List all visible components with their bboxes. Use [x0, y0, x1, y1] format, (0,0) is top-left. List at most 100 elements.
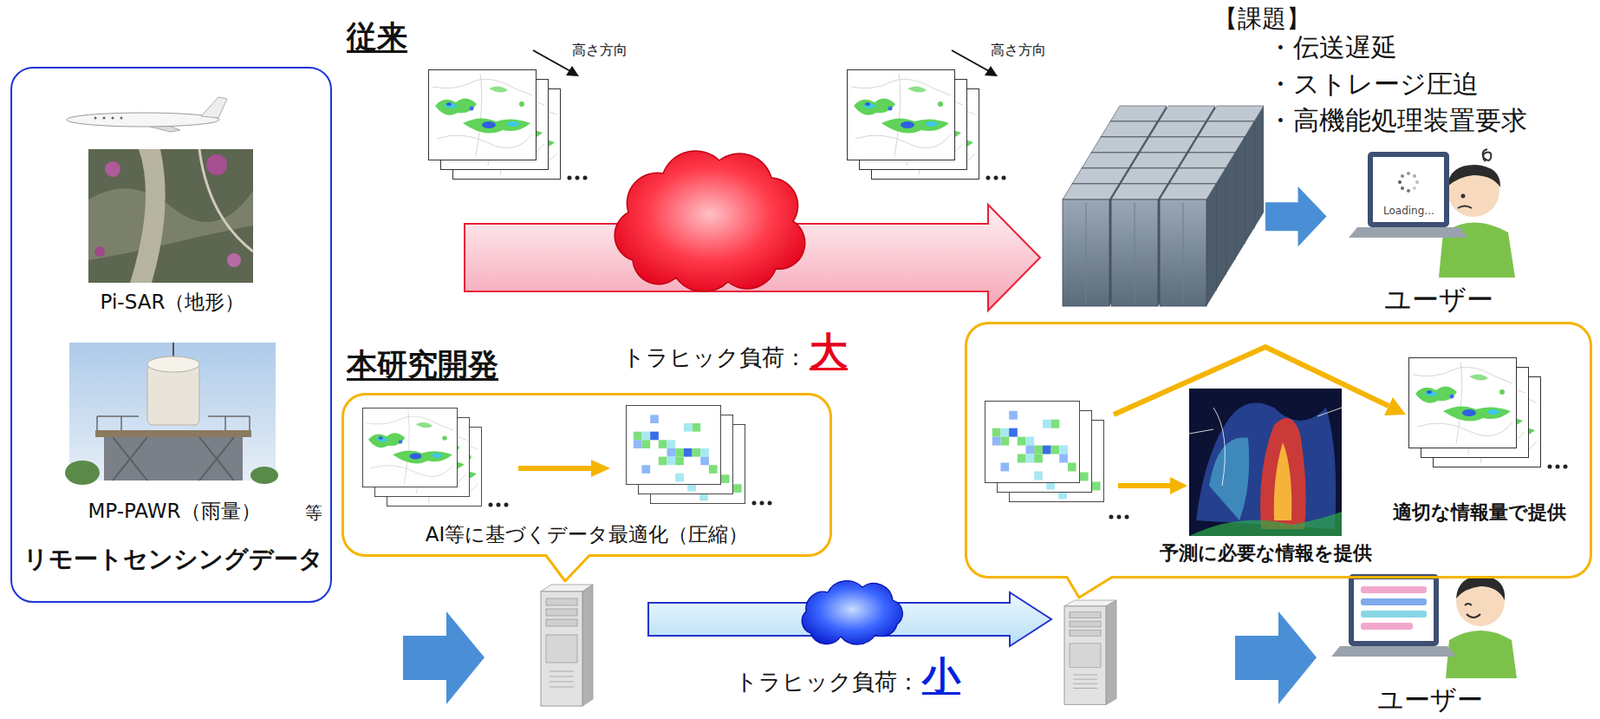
text-slot: 予測に必要な情報を提供 — [1159, 541, 1373, 564]
node-subtext: 適切な情報量で提供 — [1392, 500, 1567, 523]
compress-arrow — [591, 459, 611, 477]
issue-item: ・高機能処理装置要求 — [1267, 105, 1528, 137]
volume-render — [1189, 407, 1342, 486]
radar-photo — [65, 460, 100, 485]
user-icon — [1360, 585, 1427, 593]
radar-photo — [65, 342, 279, 485]
user-icon — [1456, 575, 1505, 600]
user-icon — [1331, 645, 1457, 657]
traffic-label: トラヒック負荷： — [734, 669, 920, 696]
user-icon — [1400, 174, 1405, 178]
user-icon — [1348, 149, 1516, 278]
server-rack — [1062, 105, 1264, 306]
terrain-photo — [88, 188, 254, 261]
traffic-arrow-small — [648, 580, 1052, 646]
text-slot: Loading... — [1383, 201, 1435, 218]
node-text: AI等に基づくデータ最適化（圧縮） — [425, 522, 749, 546]
user-icon — [1360, 622, 1413, 630]
issue-item: ・伝送遅延 — [1267, 32, 1398, 64]
server — [540, 584, 593, 706]
airplane — [201, 97, 228, 118]
callout-outline — [341, 392, 833, 592]
text-slot: トラヒック負荷： — [734, 669, 920, 696]
node-text: MP-PAWR（雨量） — [87, 499, 261, 522]
airplane — [94, 117, 98, 120]
radar-stack — [986, 175, 991, 181]
radar-stack — [1563, 464, 1568, 469]
radar-stack — [533, 50, 571, 72]
user-figure: ユーザー — [1352, 156, 1526, 318]
terrain-photo — [130, 149, 166, 283]
screen-text: Loading... — [1383, 205, 1435, 218]
volume-render — [1209, 437, 1249, 521]
user-icon — [1331, 573, 1517, 678]
text-slot: ユーザー — [1377, 684, 1483, 716]
volume-render — [1274, 442, 1293, 521]
server — [540, 584, 593, 706]
callout-box: AI等に基づくデータ最適化（圧縮） — [341, 392, 833, 557]
user-figure: ユーザー — [1343, 563, 1517, 718]
provide-arrow — [1170, 476, 1188, 495]
airplane — [103, 117, 106, 120]
node-text: Pi-SAR（地形） — [100, 290, 246, 313]
axis-label: 高さ方向 — [572, 42, 628, 59]
radar-photo — [95, 429, 252, 437]
radar-stack — [1001, 175, 1007, 181]
server-rack — [1062, 183, 1119, 306]
text-slot: ・伝送遅延 — [1267, 32, 1398, 64]
radar-stack — [583, 175, 588, 181]
volume-render — [1196, 402, 1336, 529]
airplane — [120, 117, 124, 120]
user-icon — [1398, 180, 1402, 184]
radar-photo — [250, 466, 279, 484]
text-slot: 高さ方向 — [572, 41, 628, 59]
flow-arrow — [1235, 611, 1317, 704]
pixel-stack — [625, 404, 721, 484]
user-icon — [1415, 180, 1419, 184]
text-slot: AI等に基づくデータ最適化（圧縮） — [425, 522, 749, 546]
node-text: ユーザー — [1377, 684, 1483, 716]
user-icon — [1367, 151, 1450, 228]
user-icon — [1348, 573, 1439, 646]
traffic-level: 大 — [809, 329, 848, 374]
pixel-stack — [625, 404, 772, 505]
radar-stack — [567, 175, 573, 181]
airplane — [111, 117, 115, 120]
radar-photo — [97, 416, 250, 430]
user-icon — [1464, 603, 1472, 605]
flow-arrow — [403, 611, 485, 704]
user-icon — [1466, 613, 1481, 618]
flow-arrow — [1235, 611, 1317, 704]
terrain-photo — [227, 253, 241, 267]
airplane — [66, 112, 220, 127]
terrain-photo — [199, 149, 254, 252]
traffic-arrow-large — [464, 150, 1041, 311]
pixel-stack — [752, 500, 757, 506]
text-slot: ユーザー — [1384, 284, 1494, 316]
text-slot: トラヒック負荷： — [622, 344, 807, 371]
user-icon — [1360, 598, 1427, 605]
provide-arrow — [1384, 396, 1406, 416]
flow-arrow — [1265, 186, 1327, 248]
radar-photo — [104, 436, 243, 481]
note: 等 — [305, 502, 323, 523]
user-icon — [1353, 578, 1434, 641]
user-icon — [1482, 149, 1492, 162]
text-slot: Pi-SAR（地形） — [100, 290, 246, 313]
pixel-stack — [760, 500, 765, 506]
radar-stack — [1555, 464, 1561, 469]
photo-box: MP-PAWR（雨量） — [71, 343, 278, 530]
callout-outline — [966, 323, 1592, 599]
text-slot: 大 — [809, 329, 848, 374]
axis-label: 高さ方向 — [990, 42, 1047, 59]
text-slot: 従来 — [346, 19, 408, 54]
radar-stack — [1409, 357, 1517, 449]
airplane — [66, 97, 228, 132]
radar-stack — [575, 175, 580, 181]
user-icon — [1445, 630, 1517, 678]
photo-box: Pi-SAR（地形） — [88, 149, 257, 315]
radar-stack — [429, 50, 588, 181]
radar-stack — [488, 502, 494, 508]
user-icon — [1447, 164, 1501, 188]
